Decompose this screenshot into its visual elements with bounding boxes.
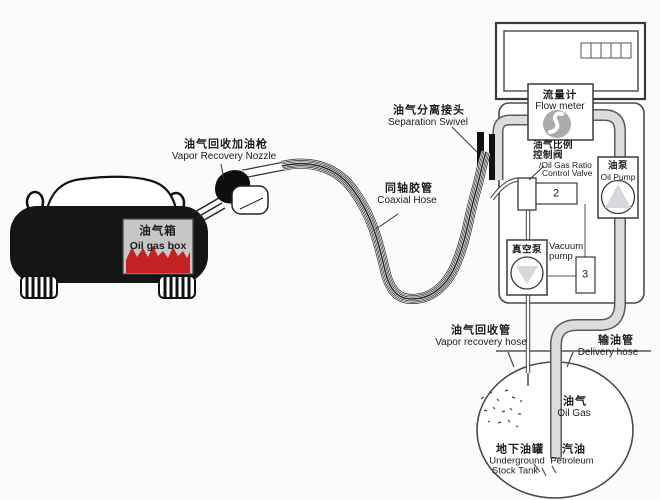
- tank-name-label-en2: Stock Tank: [491, 465, 539, 477]
- coaxial-hose-icon: [280, 150, 491, 305]
- swivel-label-zh: 油气分离接头: [393, 104, 465, 117]
- pipe-end-ticks: [533, 463, 557, 477]
- valve-tag-box: [535, 182, 578, 205]
- dispenser-display-panel: [494, 21, 647, 101]
- delivery-pipe: [533, 109, 626, 477]
- oil-pump-label-zh: 油泵: [607, 160, 629, 172]
- oil-pump-box: [597, 156, 639, 219]
- pump-tag: 3: [581, 268, 589, 281]
- fuel-liquid-icon: [126, 246, 190, 273]
- control-valve-body: [517, 177, 537, 211]
- valve-leader: [528, 165, 545, 181]
- coax-label-zh: 同轴胶管: [385, 182, 433, 195]
- nozzle-leader: [220, 163, 225, 180]
- valve-label-zh1: 油气比例: [533, 140, 574, 151]
- vapor-dots-icon: [480, 389, 523, 428]
- tank-oilgas-label-zh: 油气: [563, 395, 587, 408]
- car-roof: [44, 175, 179, 215]
- vacuum-pump-label-zh: 真空泵: [511, 244, 543, 256]
- flow-meter-box: [527, 83, 594, 141]
- panel-screen: [503, 30, 639, 92]
- wheel-left-icon: [20, 275, 58, 299]
- valve-label-zh2: 控制阀: [533, 150, 564, 161]
- wheel-right-icon: [158, 275, 196, 299]
- nozzle-label-en: Vapor Recovery Nozzle: [171, 151, 277, 162]
- flow-swirl-icon: [548, 111, 564, 134]
- petroleum-label-en: Petroleum: [550, 455, 594, 467]
- nozzle-guard: [231, 185, 269, 215]
- swivel-leader: [451, 126, 478, 153]
- valve-label-en1: /Oil Gas Ratio: [539, 160, 592, 170]
- flow-meter-label-zh: 流量计: [542, 88, 578, 101]
- petroleum-label-zh: 汽油: [562, 443, 586, 456]
- flow-meter-label-en: Flow meter: [535, 101, 585, 112]
- swivel-label-en: Separation Swivel: [387, 117, 469, 128]
- delivery-hose-label-en: Delivery hose: [577, 347, 639, 358]
- gasoline-pipe-left: [492, 114, 534, 180]
- oil-pump-label-en: Oil Pump: [600, 171, 636, 182]
- delivery-hose-label-zh: 输油管: [598, 334, 634, 347]
- tank-name-label-zh: 地下油罐: [496, 443, 544, 456]
- coax-leader: [375, 213, 399, 230]
- digit-window-icon: [580, 42, 632, 59]
- nozzle-spout: [242, 161, 285, 179]
- oil-gas-box-label-en: Oil gas box: [129, 239, 187, 252]
- car: [10, 175, 226, 299]
- pump-triangle-up-icon: [605, 184, 631, 208]
- filler-lines: [192, 197, 226, 224]
- vapor-hose-label-zh: 油气回收管: [451, 324, 511, 337]
- valve-tag: 2: [552, 187, 560, 200]
- pump-tag-box: [575, 256, 596, 294]
- coax-label-en: Coaxial Hose: [377, 195, 437, 206]
- tank-name-label-en1: Underground: [489, 455, 545, 467]
- tank-oilgas-label-en: Oil Gas: [557, 408, 591, 419]
- vacuum-pump-label-en1: Vacuum: [549, 241, 584, 252]
- nozzle-label-zh: 油气回收加油枪: [184, 138, 268, 151]
- leader-lines: [220, 126, 545, 230]
- pump-triangle-down-icon: [516, 266, 538, 284]
- tank-neck-lines: [507, 351, 574, 368]
- oil-gas-box-label-zh: 油气箱: [139, 225, 177, 238]
- vapor-hose-label-en: Vapor recovery hose: [435, 337, 527, 348]
- vacuum-pump-box: [506, 239, 548, 296]
- valve-label-en2: Control Valve: [542, 168, 593, 178]
- vacuum-pump-label-en2: pump: [549, 251, 573, 262]
